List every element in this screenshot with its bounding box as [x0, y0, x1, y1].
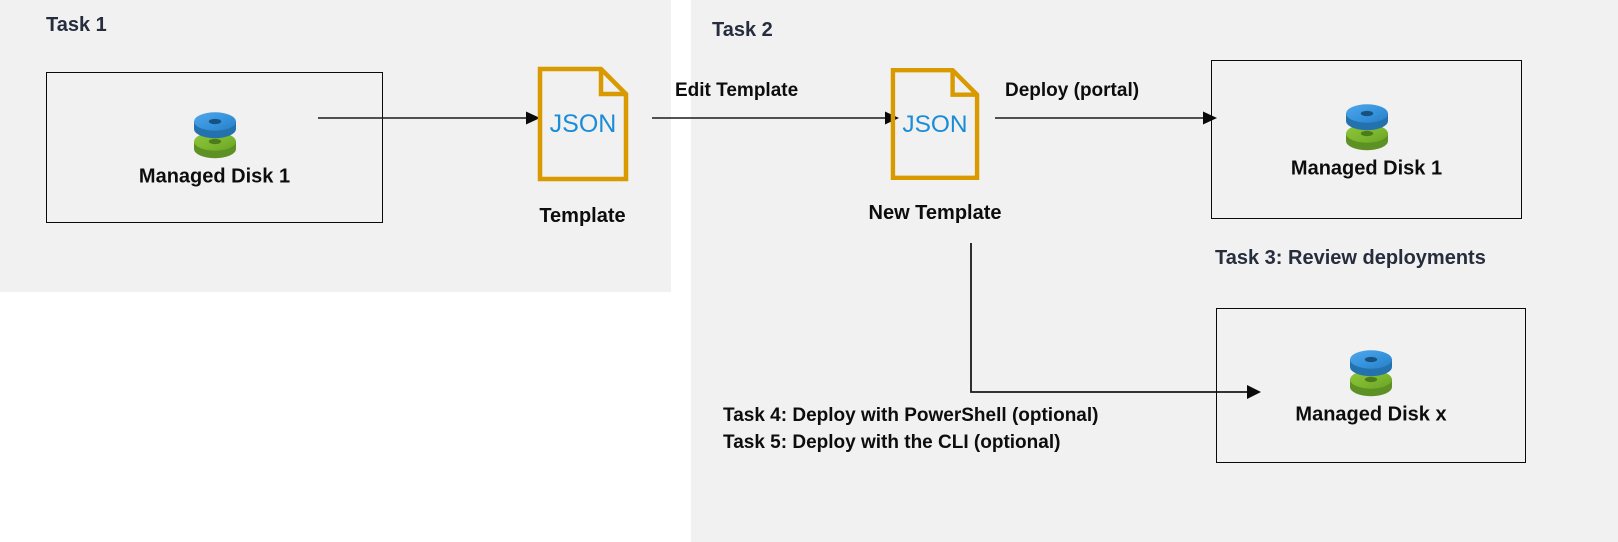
- managed-disk-1-deployed-box: Managed Disk 1: [1211, 60, 1522, 219]
- edit-template-label: Edit Template: [675, 80, 799, 101]
- optional-tasks-block: Task 4: Deploy with PowerShell (optional…: [723, 403, 1098, 457]
- task-3-heading: Task 3: Review deployments: [1215, 247, 1486, 269]
- new-template-caption: New Template: [868, 202, 1002, 224]
- managed-disk-x-deployed-box: Managed Disk x: [1216, 308, 1526, 463]
- connector-edit-template: [652, 111, 899, 125]
- task-1-panel: [0, 0, 671, 292]
- task-5-label: Task 5: Deploy with the CLI (optional): [723, 431, 1061, 453]
- managed-disk-1-deployed-label: Managed Disk 1: [1290, 157, 1443, 179]
- json-label-template: JSON: [550, 110, 617, 138]
- connector-disk-to-template: [318, 111, 540, 125]
- managed-disk-1-source-content: Managed Disk 1: [47, 107, 382, 188]
- managed-disk-1-source-box: Managed Disk 1: [46, 72, 383, 223]
- json-label-new-template: JSON: [902, 111, 967, 138]
- managed-disk-x-deployed-label: Managed Disk x: [1295, 403, 1447, 425]
- managed-disk-1-deployed-content: Managed Disk 1: [1212, 99, 1521, 180]
- json-template-document: JSON: [537, 66, 629, 182]
- deploy-portal-label: Deploy (portal): [1005, 80, 1140, 101]
- task-4-label: Task 4: Deploy with PowerShell (optional…: [723, 405, 1099, 426]
- managed-disk-icon: [1345, 103, 1388, 150]
- json-new-template-document: JSON: [890, 67, 980, 181]
- connector-deploy-portal: [995, 111, 1217, 125]
- task-1-heading: Task 1: [46, 14, 107, 36]
- managed-disk-x-deployed-content: Managed Disk x: [1217, 345, 1525, 426]
- managed-disk-1-source-label: Managed Disk 1: [138, 165, 291, 187]
- task-2-panel: [691, 0, 1618, 542]
- managed-disk-icon: [193, 111, 236, 158]
- task-2-heading: Task 2: [712, 19, 773, 41]
- connector-deploy-scripted: [970, 243, 1261, 399]
- managed-disk-icon: [1350, 349, 1392, 396]
- template-caption: Template: [539, 205, 626, 227]
